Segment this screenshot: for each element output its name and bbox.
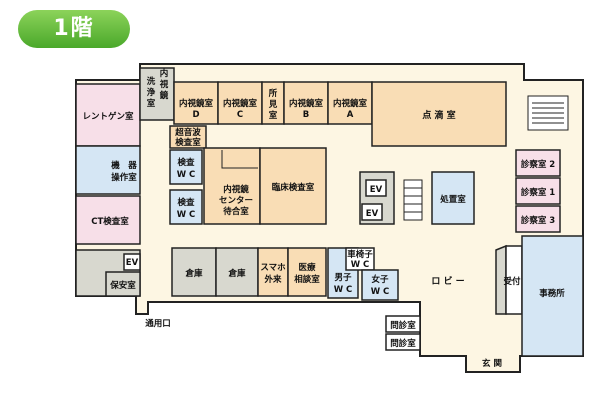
- label-endo-a-2: A: [347, 110, 354, 120]
- room-office[interactable]: [521, 235, 584, 357]
- room-interview2[interactable]: [385, 333, 421, 351]
- label-accessible-wc-1: 車椅子: [347, 249, 373, 260]
- label-endo-b-1: 内視鏡室: [289, 98, 324, 109]
- label-ev-1: EV: [370, 185, 383, 195]
- room-interview1[interactable]: [385, 315, 421, 333]
- label-endo-d-2: D: [192, 110, 199, 120]
- label-smart-clinic-2: 外来: [263, 274, 282, 285]
- room-endo-b[interactable]: [283, 81, 329, 125]
- room-lab-wc1[interactable]: [169, 149, 203, 185]
- label-equipment-2: 操作室: [111, 172, 137, 183]
- room-ultrasound[interactable]: [169, 125, 207, 149]
- label-observe-1: 所: [268, 88, 278, 99]
- label-endo-center-3: 待合室: [222, 206, 249, 217]
- label-lab-wc2-2: W C: [177, 210, 196, 220]
- label-storage1: 倉庫: [184, 268, 203, 279]
- label-accessible-wc-2: W C: [351, 260, 370, 270]
- room-exam2[interactable]: [515, 149, 561, 177]
- label-endo-c-1: 内視鏡室: [223, 98, 258, 109]
- label-treatment: 処置室: [439, 194, 466, 205]
- label-clinical-lab: 臨床検査室: [272, 182, 315, 193]
- label-security: 保安室: [109, 280, 136, 291]
- floor-badge: 1階: [18, 10, 130, 48]
- label-interview1: 問診室: [390, 320, 416, 331]
- partition-line: [221, 150, 258, 169]
- label-women-wc-2: W C: [371, 287, 390, 297]
- label-wash-1: 洗: [147, 76, 156, 87]
- label-endo-center-2: センター: [219, 195, 253, 206]
- label-office: 事務所: [539, 288, 565, 299]
- label-endo-b-2: B: [303, 110, 309, 120]
- room-clinical-lab[interactable]: [259, 147, 327, 225]
- room-treatment[interactable]: [431, 171, 475, 225]
- label-exam1: 診察室 1: [521, 187, 555, 198]
- room-endo-center[interactable]: [203, 147, 261, 225]
- label-ev-2: EV: [366, 209, 379, 219]
- label-women-wc-1: 女子: [371, 274, 389, 285]
- room-infusion[interactable]: [371, 81, 507, 147]
- label-men-wc-1: 男子: [334, 273, 352, 283]
- room-ev-2[interactable]: [361, 203, 383, 221]
- label-exam3: 診察室 3: [521, 215, 555, 226]
- room-accessible-wc[interactable]: [345, 247, 375, 271]
- label-wash-6: 鏡: [159, 90, 169, 101]
- label-ultrasound-1: 超音波: [174, 127, 201, 138]
- room-equipment[interactable]: [75, 145, 141, 195]
- label-storage2: 倉庫: [227, 268, 246, 279]
- label-endo-d-1: 内視鏡室: [179, 98, 214, 109]
- room-exam1[interactable]: [515, 177, 561, 205]
- label-wash-5: 視: [159, 79, 169, 90]
- room-exam3[interactable]: [515, 205, 561, 233]
- label-wash-4: 内: [160, 68, 169, 79]
- label-endo-a-1: 内視鏡室: [333, 98, 368, 109]
- room-wash[interactable]: [139, 67, 175, 121]
- room-storage2[interactable]: [215, 247, 259, 297]
- label-observe-2: 見: [268, 99, 278, 110]
- label-observe-3: 室: [269, 110, 278, 121]
- label-consult-2: 相談室: [294, 274, 320, 285]
- label-equipment-1: 機 器: [111, 160, 137, 171]
- room-storage1[interactable]: [171, 247, 217, 297]
- room-ev-1[interactable]: [365, 179, 387, 197]
- label-ev-west: EV: [126, 258, 139, 268]
- label-entrance: 玄 関: [482, 358, 502, 369]
- label-exam2: 診察室 2: [521, 159, 555, 170]
- room-endo-d[interactable]: [173, 81, 219, 125]
- room-ct[interactable]: [75, 195, 141, 245]
- room-lab-wc2[interactable]: [169, 189, 203, 225]
- label-wash-2: 浄: [147, 87, 156, 98]
- label-lab-wc2-1: 検査: [177, 197, 195, 208]
- label-endo-c-2: C: [237, 110, 243, 120]
- label-smart-clinic-1: スマホ: [260, 263, 286, 273]
- label-consult-1: 医療: [298, 262, 316, 273]
- label-lab-wc1-1: 検査: [177, 157, 195, 168]
- label-lab-wc1-2: W C: [177, 170, 196, 180]
- label-ct: CT検査室: [91, 216, 129, 227]
- label-endo-center-1: 内視鏡: [223, 184, 249, 195]
- room-security[interactable]: [105, 271, 141, 297]
- room-women-wc[interactable]: [361, 269, 399, 301]
- stairs-icon: [527, 95, 569, 131]
- label-men-wc-2: W C: [334, 285, 353, 295]
- label-xray: レントゲン室: [82, 111, 134, 122]
- label-interview2: 問診室: [390, 338, 416, 349]
- room-endo-a[interactable]: [327, 81, 373, 125]
- label-service-entrance: 通用口: [145, 318, 171, 329]
- label-reception: 受付: [503, 276, 521, 287]
- room-consult[interactable]: [287, 247, 327, 297]
- label-wash-3: 室: [147, 98, 156, 109]
- label-lobby: ロ ビ ー: [431, 275, 464, 287]
- label-infusion: 点 滴 室: [422, 109, 455, 121]
- label-ultrasound-2: 検査室: [175, 137, 201, 148]
- central-stairs-icon: [403, 179, 423, 221]
- room-ev-west[interactable]: [123, 253, 141, 271]
